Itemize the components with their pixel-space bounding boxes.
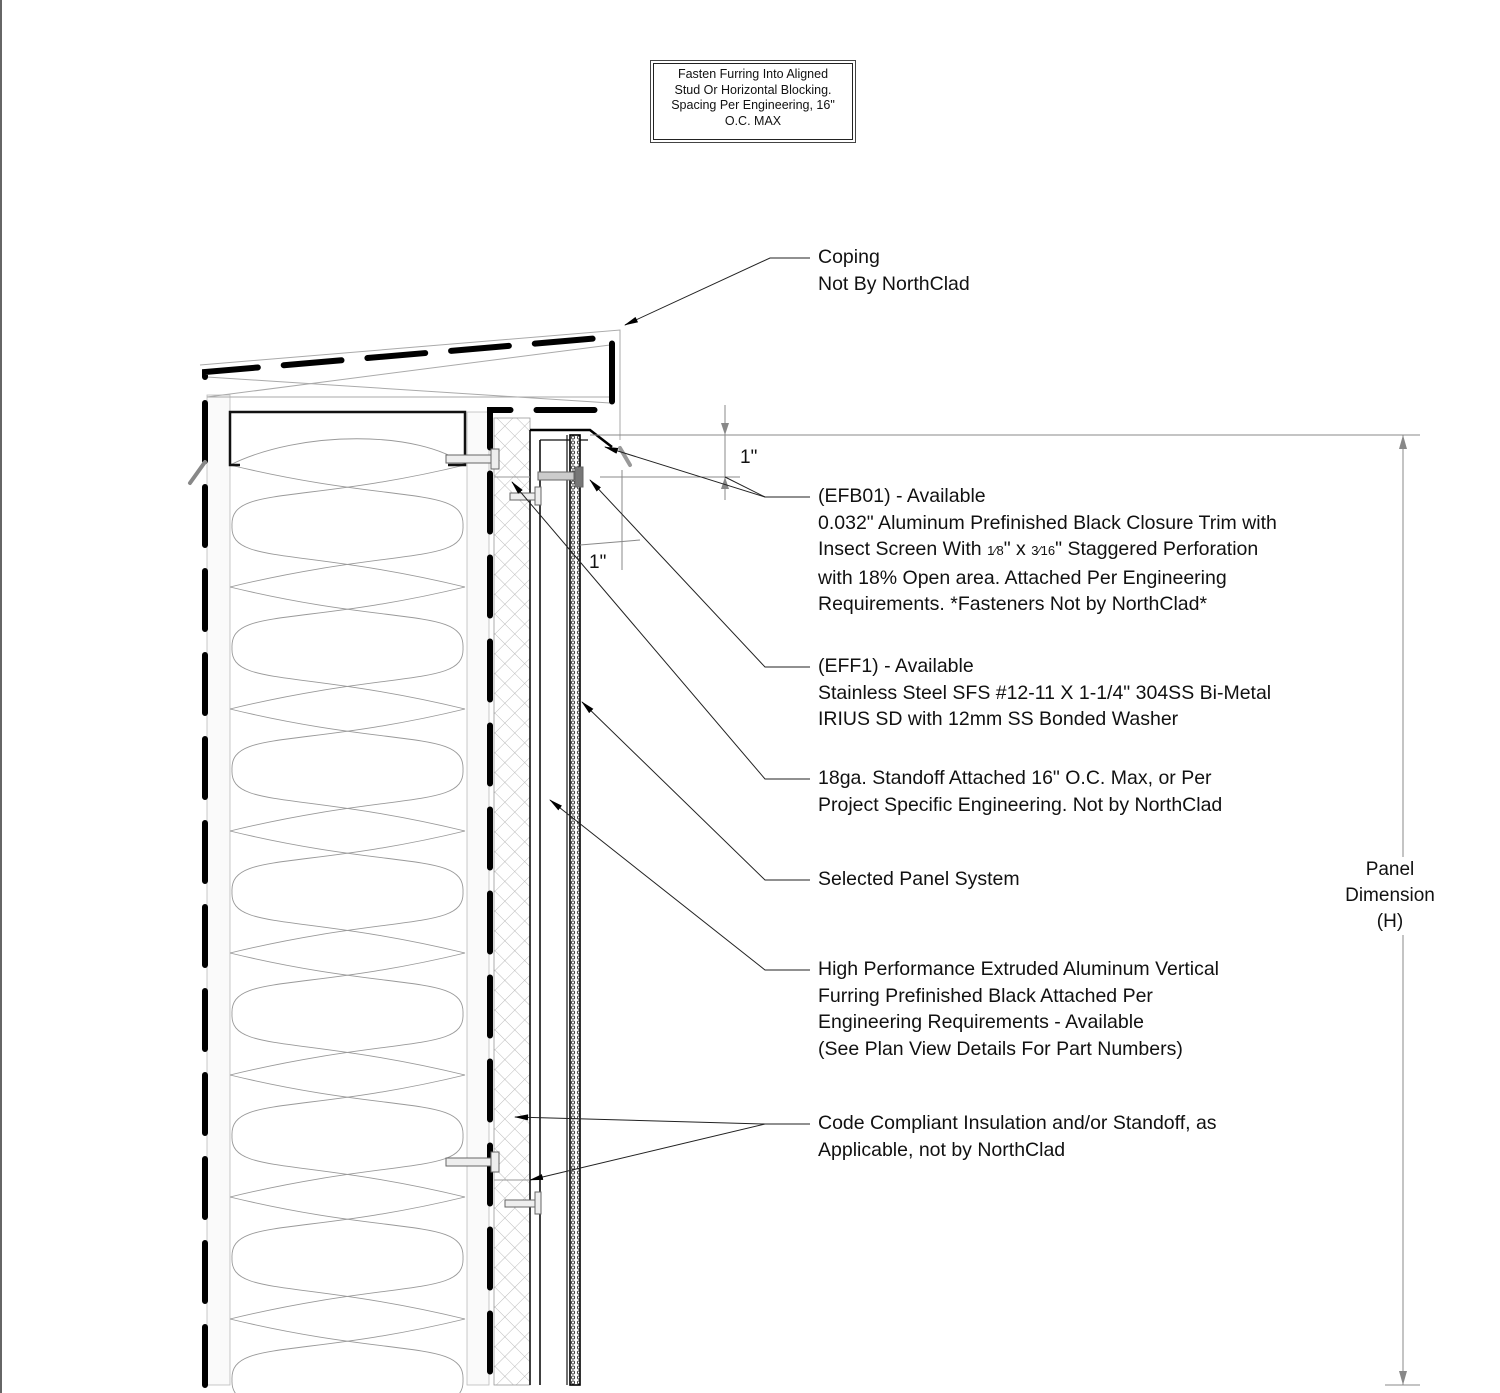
- batt-loop: [229, 464, 464, 588]
- callout-line: Insect Screen With 1⁄8" x 3⁄16" Staggere…: [818, 536, 1277, 565]
- callout-line: (EFB01) - Available: [818, 485, 986, 507]
- fraction: 1⁄8: [987, 543, 1004, 558]
- callout-line: Not By NorthClad: [818, 272, 970, 295]
- callout-line: Stainless Steel SFS #12-11 X 1-1/4" 304S…: [818, 681, 1272, 704]
- vertical-furring: [529, 430, 541, 1385]
- callout-line: Engineering Requirements - Available: [818, 1011, 1144, 1033]
- callout-eff1: (EFF1) - Available Stainless Steel SFS #…: [818, 653, 1271, 733]
- callout-line: Code Compliant Insulation and/or Standof…: [818, 1112, 1217, 1134]
- closure-trim: [530, 428, 613, 448]
- batt-loop: [231, 1318, 466, 1393]
- sheathing: [206, 394, 231, 1386]
- batt-loop: [229, 586, 464, 710]
- panel-dimension-label: Panel Dimension (H): [1330, 857, 1450, 935]
- callout-standoff: 18ga. Standoff Attached 16" O.C. Max, or…: [818, 765, 1222, 818]
- callout-line: High Performance Extruded Aluminum Verti…: [818, 958, 1220, 980]
- batt-loop: [231, 708, 466, 832]
- note-line: Stud Or Horizontal Blocking.: [674, 82, 832, 97]
- note-line: O.C. MAX: [724, 113, 782, 128]
- batt-loop: [229, 708, 464, 832]
- callout-coping: Coping Not By NorthClad: [818, 244, 970, 297]
- batt-loop: [229, 1074, 464, 1198]
- coping-outline: [199, 329, 621, 440]
- callout-line: 18ga. Standoff Attached 16" O.C. Max, or…: [818, 767, 1212, 789]
- callout-panel: Selected Panel System: [818, 866, 1020, 893]
- callout-line: Coping: [818, 246, 880, 268]
- leader-lines: [511, 257, 810, 1181]
- callout-line: (EFF1) - Available: [818, 655, 974, 677]
- dimension-top-gap: 1": [740, 447, 758, 468]
- callout-line: with 18% Open area. Attached Per Enginee…: [818, 566, 1227, 589]
- callout-line: Project Specific Engineering. Not by Nor…: [818, 793, 1223, 816]
- text: " Staggered Perforation: [1055, 538, 1259, 560]
- batt-loop: [229, 1196, 464, 1320]
- batt-insulation-loops: [229, 464, 466, 1393]
- batt-loop: [231, 830, 466, 954]
- batt-loop: [229, 830, 464, 954]
- dim-line: (H): [1376, 911, 1404, 932]
- text: " x: [1003, 538, 1032, 560]
- dim-line: Dimension: [1345, 885, 1435, 906]
- fastening-note: Fasten Furring Into Aligned Stud Or Hori…: [653, 63, 853, 140]
- batt-loop: [231, 952, 466, 1076]
- stud-track: [228, 410, 467, 467]
- note-line: Spacing Per Engineering, 16": [671, 98, 835, 112]
- batt-loop: [229, 1318, 464, 1393]
- screw-fasteners: [445, 448, 584, 1215]
- batt-insulation: [229, 438, 466, 466]
- batt-loop: [229, 952, 464, 1076]
- fraction: 3⁄16: [1031, 543, 1056, 558]
- drip-edge-right: [618, 446, 632, 467]
- callout-line: 0.032" Aluminum Prefinished Black Closur…: [818, 511, 1277, 534]
- dimension-side-gap: 1": [589, 552, 607, 573]
- batt-loop: [231, 586, 466, 710]
- batt-loop: [231, 1196, 466, 1320]
- text: Insect Screen With: [818, 538, 988, 560]
- callout-line: Selected Panel System: [818, 868, 1020, 890]
- callout-line: Requirements. *Fasteners Not by NorthCla…: [818, 593, 1208, 615]
- sheathing-inner: [466, 411, 490, 1386]
- callout-line: Applicable, not by NorthClad: [818, 1138, 1066, 1161]
- batt-loop: [231, 464, 466, 588]
- rigid-insulation: [493, 417, 531, 1386]
- note-line: Fasten Furring Into Aligned: [677, 67, 829, 81]
- coping-membrane: [202, 333, 615, 1388]
- drip-edge-left: [188, 460, 207, 485]
- callout-line: IRIUS SD with 12mm SS Bonded Washer: [818, 708, 1179, 730]
- dim-line: Panel: [1365, 859, 1415, 880]
- callout-insulation: Code Compliant Insulation and/or Standof…: [818, 1110, 1217, 1163]
- callout-efb01: (EFB01) - Available 0.032" Aluminum Pref…: [818, 483, 1277, 618]
- callout-furring: High Performance Extruded Aluminum Verti…: [818, 956, 1219, 1062]
- batt-loop: [231, 1074, 466, 1198]
- callout-line: (See Plan View Details For Part Numbers): [818, 1037, 1183, 1060]
- callout-line: Furring Prefinished Black Attached Per: [818, 984, 1153, 1007]
- panel-system: [569, 434, 581, 1386]
